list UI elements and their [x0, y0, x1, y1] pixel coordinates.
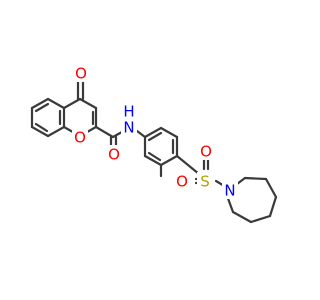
amide-hydrogen-label: H	[123, 103, 134, 121]
sulfonyl-group	[159, 144, 228, 189]
sulfonyl-oxygen-left-label: O	[176, 173, 188, 191]
chromone-benzene-ring	[30, 97, 66, 138]
ketone-group	[76, 80, 85, 101]
ketone-oxygen-label: O	[75, 65, 87, 83]
amide-oxygen-label: O	[108, 146, 120, 164]
atom-labels: O O O N H S O O N	[72, 64, 238, 200]
ring-oxygen-label: O	[74, 129, 86, 147]
amide-nitrogen-label: N	[123, 119, 134, 137]
structure-canvas: O O O N H S O O N	[30, 64, 278, 224]
sulfur-label: S	[200, 173, 210, 191]
sulfonyl-oxygen-top-label: O	[200, 143, 212, 161]
azepane-nitrogen-label: N	[224, 182, 235, 200]
phenyl-ring	[131, 126, 179, 167]
molecule-diagram: O O O N H S O O N	[30, 64, 278, 224]
